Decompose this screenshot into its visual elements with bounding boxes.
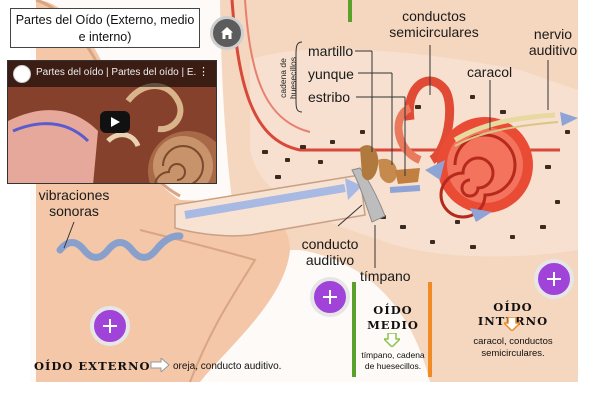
play-icon [111,117,120,127]
section-medio-desc: tímpano, cadena de huesecillos. [361,350,425,371]
section-interno-desc: caracol, conductos semicirculares. [473,336,553,359]
label-cadena-huesecillos: cadena de huesecillos [278,56,298,100]
video-header [8,61,216,87]
oido-medio-plus-button[interactable] [310,277,350,317]
arrow-down-icon [504,317,520,331]
label-caracol: caracol [467,64,513,80]
more-vert-icon[interactable]: ⋮ [198,66,209,78]
label-conducto-auditivo: conducto auditivo [301,236,359,268]
oido-externo-plus-button[interactable] [90,306,130,346]
section-externo-desc: oreja, conducto auditivo. [173,361,282,372]
label-vibraciones-sonoras: vibraciones sonoras [38,187,110,219]
label-cadena-wrap: cadena de huesecillos [268,40,298,122]
section-interno-title: OÍDO INTERNO [478,300,547,328]
plus-icon [547,272,561,286]
arrow-right-icon [150,358,170,372]
page-title: Partes del Oído (Externo, medio e intern… [10,8,200,48]
arrow-down-icon [384,333,400,347]
section-medio-title-1: OÍDO [373,303,413,317]
plus-icon [103,319,117,333]
channel-logo [13,65,31,83]
label-nervio-auditivo: nervio auditivo [528,26,578,58]
play-button[interactable] [100,111,130,133]
label-estribo: estribo [308,89,351,105]
label-yunque: yunque [308,66,354,82]
home-icon [221,27,233,39]
video-title: Partes del oído | Partes del oído | E... [36,67,196,78]
label-timpano: tímpano [360,268,411,284]
oido-interno-plus-button[interactable] [534,259,574,299]
label-martillo: martillo [308,43,354,59]
home-button[interactable] [210,16,244,50]
plus-icon [323,290,337,304]
label-conductos-semicirculares: conductos semicirculares [389,8,479,40]
section-medio-title-2: MEDIO [367,318,419,332]
video-player[interactable]: Partes del oído | Partes del oído | E...… [7,60,217,184]
section-externo-title: OÍDO EXTERNO [34,359,151,373]
